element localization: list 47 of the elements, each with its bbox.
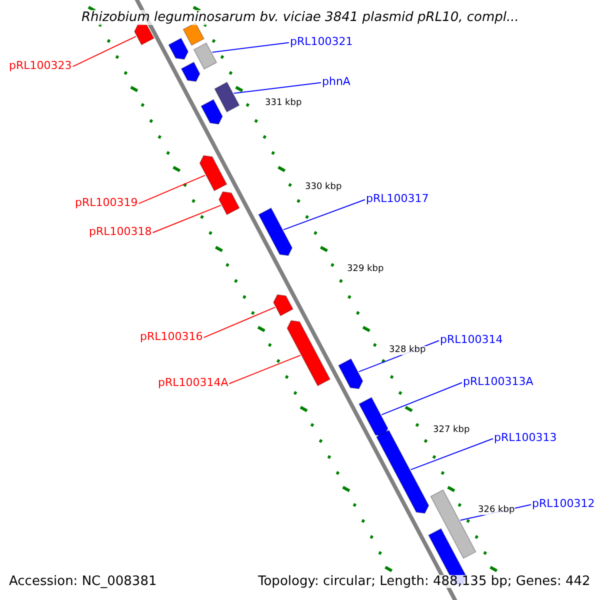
gene-segment [218, 191, 240, 216]
gene-label: pRL100318 [89, 226, 152, 237]
gene-label: pRL100321 [290, 36, 353, 47]
leader-line [203, 306, 276, 338]
leader-line [138, 174, 206, 204]
gene-label: pRL100316 [140, 331, 203, 342]
gene-label: pRL100319 [75, 197, 138, 208]
gene-segment [286, 320, 331, 386]
gene-segment [430, 489, 476, 559]
scale-label: 327 kbp [433, 426, 470, 435]
gene-segment [376, 430, 430, 514]
plot-title: Rhizobium leguminosarum bv. viciae 3841 plasmid pRL10, compl... [82, 10, 519, 25]
gene-segment [180, 62, 200, 82]
genome-info-text: Topology: circular; Length: 488,135 bp; Genes: 442 [258, 575, 590, 588]
leader-line [234, 82, 322, 94]
gene-segment [134, 23, 155, 46]
gene-segment [272, 294, 294, 316]
leader-line [381, 382, 462, 416]
gene-segment [214, 82, 240, 113]
gene-label: pRL100314A [158, 377, 228, 388]
scale-label: 329 kbp [347, 265, 384, 274]
gene-label: pRL100312 [532, 498, 595, 509]
gene-label: pRL100313 [494, 432, 557, 443]
leader-line [212, 42, 290, 53]
leader-line [228, 354, 301, 384]
gene-label: pRL100313A [463, 376, 534, 387]
scale-label: 328 kbp [389, 346, 426, 355]
gene-segment [193, 42, 218, 70]
leader-line [283, 199, 366, 230]
leader-line [410, 438, 494, 470]
gene-segment [258, 207, 293, 256]
gene-label: pRL100317 [366, 193, 429, 204]
scale-label: 331 kbp [265, 99, 302, 108]
gene-segment [182, 22, 205, 46]
gene-label: phnA [322, 76, 350, 87]
gene-segment [168, 38, 189, 60]
gene-segment [199, 155, 228, 192]
gene-segment [358, 396, 388, 437]
leader-line [72, 36, 136, 68]
leader-line [152, 204, 222, 234]
accession-text: Accession: NC_008381 [9, 575, 157, 588]
gene-segment [200, 98, 223, 125]
scale-label: 326 kbp [478, 506, 515, 515]
gene-label: pRL100323 [9, 60, 72, 71]
gene-segment [338, 358, 364, 390]
scale-label: 330 kbp [305, 183, 342, 192]
gene-label: pRL100314 [440, 334, 503, 345]
